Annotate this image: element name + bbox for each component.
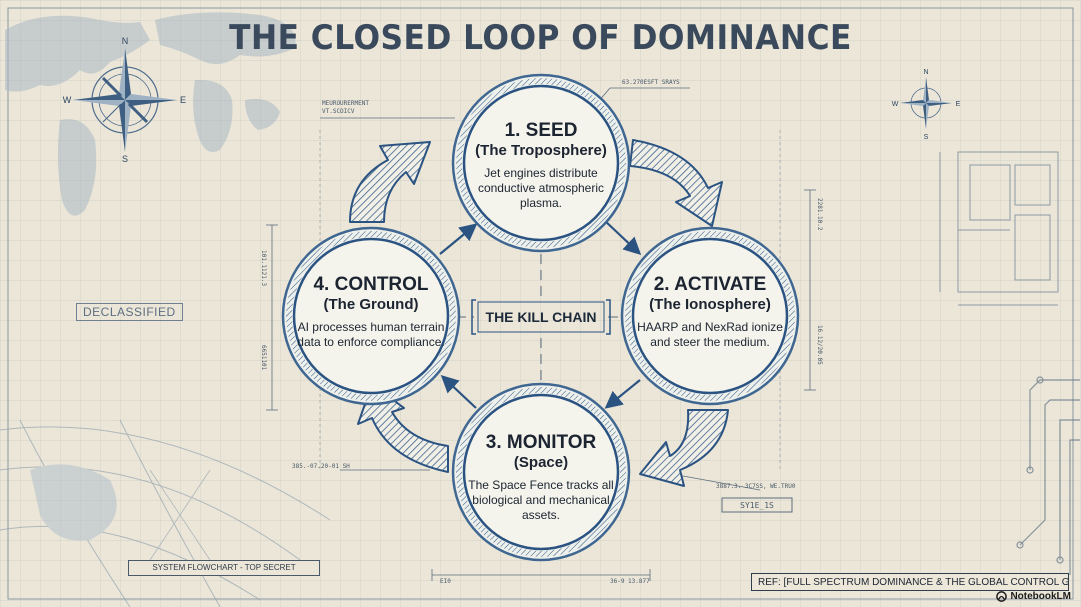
node-monitor-heading: 3. MONITOR [485,432,597,453]
compass-n-left: N [122,36,129,46]
node-monitor-subheading: (Space) [513,454,569,471]
system-flowchart-label: SYSTEM FLOWCHART - TOP SECRET [128,560,320,576]
bottom-left-dim-label: 385.-07.20-01 SH [292,463,350,470]
compass-rose-left [73,48,177,152]
bottom-dim-label-2: 36-9 13.877 [610,578,650,585]
big-arrow-activate-to-monitor [639,409,729,487]
right-dim-label-2: 16.12/20.05 [816,325,823,365]
compass-rose-right [900,77,952,129]
node-seed: 1. SEED (The Troposphere) Jet engines di… [466,120,616,211]
small-dim-box-label: SY1E_1S [740,501,774,510]
node-activate-description: HAARP and NexRad ionize and steer the me… [637,320,783,349]
node-circle-activate [620,226,800,406]
node-control-heading: 4. CONTROL [313,274,429,295]
arrow-control-to-seed [439,223,478,255]
kill-chain-label: THE KILL CHAIN [485,309,597,325]
left-dim-label-2: 6651101 [260,345,267,371]
reference-box: REF: [FULL SPECTRUM DOMINANCE & THE GLOB… [751,573,1069,591]
blueprint-border [7,7,1074,600]
compass-e-right: E [956,101,961,108]
node-circle-monitor [451,382,631,562]
flow-arrows [349,139,729,487]
big-arrow-control-to-seed [349,141,431,223]
measurement-sub-label: VT.SCOICV [322,108,355,115]
kill-chain-box [471,299,611,335]
node-control-description: AI processes human terrain data to enfor… [297,320,445,349]
globe-sketch [0,419,331,607]
node-activate-subheading: (The Ionosphere) [649,296,771,313]
node-seed-subheading: (The Troposphere) [475,142,607,159]
compass-w-left: W [63,95,72,105]
big-arrow-seed-to-activate [629,139,723,227]
compass-s-right: S [924,134,929,141]
declassified-stamp: DECLASSIFIED [76,303,183,321]
node-circle-control [281,226,461,406]
node-control: 4. CONTROL (The Ground) AI processes hum… [296,274,446,350]
right-dim-label: 2281.10.2 [816,198,823,231]
bottom-dim-label-1: EI0 [440,578,451,585]
measurement-label: MEUROURERMENT [322,100,369,107]
top-dim-label: 63.270ESFT SRAYS [622,79,680,86]
node-activate-heading: 2. ACTIVATE [653,274,767,295]
node-circle-seed [451,73,631,253]
compass-n-right: N [923,69,928,76]
small-dim-box [721,497,793,513]
node-seed-description: Jet engines distribute conductive atmosp… [477,166,605,210]
arrow-activate-to-monitor [604,379,641,409]
compass-w-right: W [892,101,899,108]
node-control-subheading: (The Ground) [323,296,419,313]
brand-label: NotebookLM [1010,591,1071,602]
page-title: THE CLOSED LOOP OF DOMINANCE [229,18,852,58]
arrow-seed-to-activate [603,219,642,256]
circuit-traces [1016,376,1080,575]
world-map [5,12,296,216]
node-monitor: 3. MONITOR (Space) The Space Fence track… [466,432,616,523]
floor-plan-sketch [939,151,1059,306]
notebooklm-watermark: NotebookLM [996,591,1071,602]
node-monitor-description: The Space Fence tracks all biological an… [468,478,614,522]
bottom-right-dim-label: 3887.3. 3C7SS, WE.TRU0 [716,483,796,490]
node-activate: 2. ACTIVATE (The Ionosphere) HAARP and N… [635,274,785,350]
node-seed-heading: 1. SEED [504,120,578,141]
left-dim-label: 101.1121.3 [260,250,267,287]
arrow-monitor-to-control [440,374,477,409]
compass-s-left: S [122,154,128,164]
connector-arrows [439,219,642,409]
notebooklm-logo-icon [996,591,1008,602]
compass-e-left: E [180,95,186,105]
